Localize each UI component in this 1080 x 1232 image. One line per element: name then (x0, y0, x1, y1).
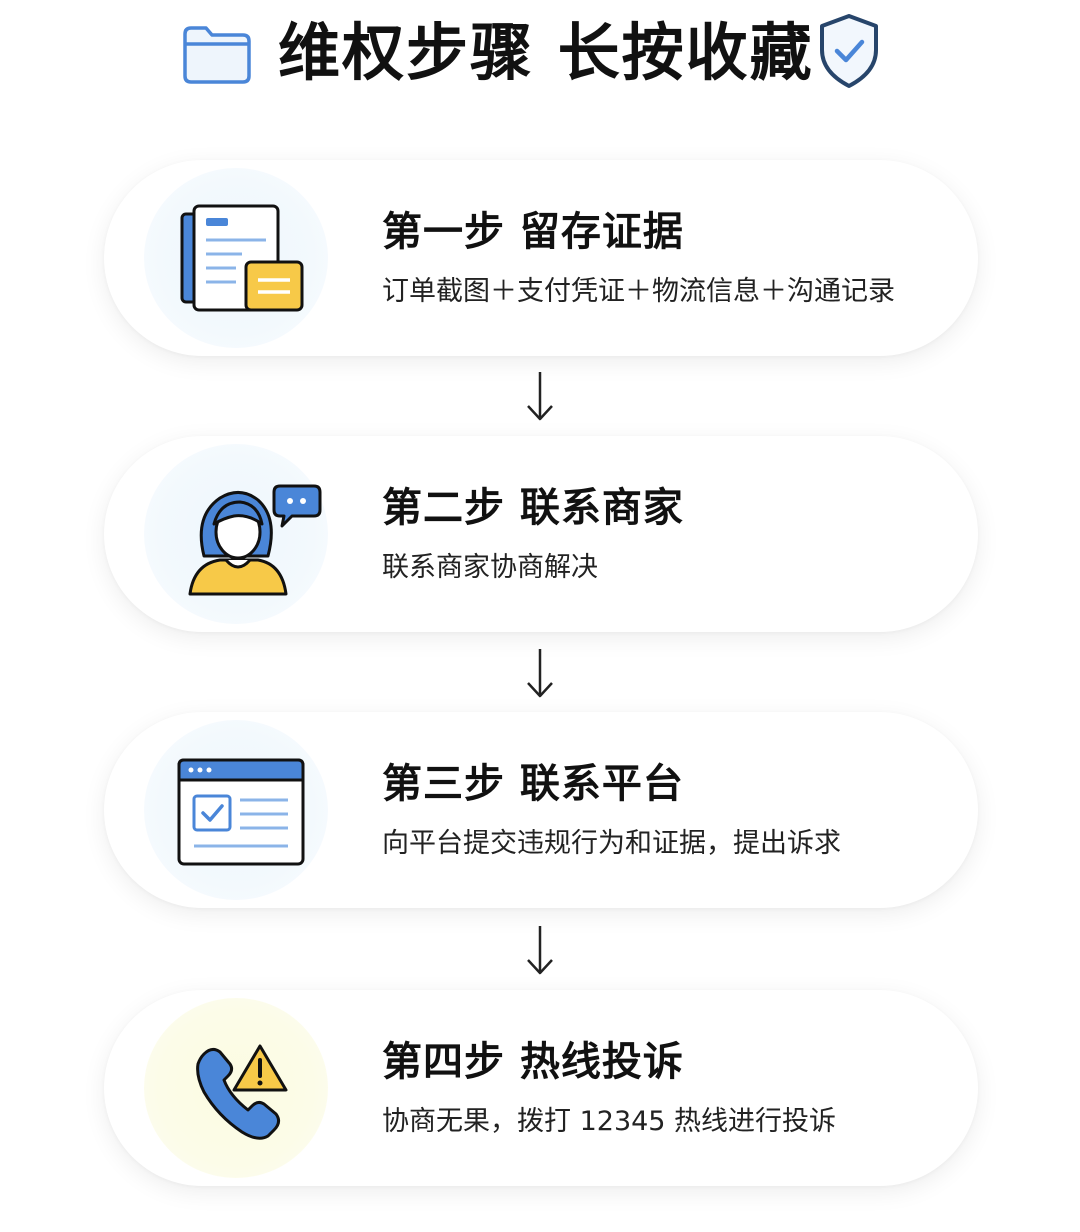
platform-window-icon (177, 758, 305, 866)
shield-check-icon (820, 14, 878, 88)
step-title: 第四步 热线投诉 (382, 1039, 684, 1085)
step-title: 第二步 联系商家 (382, 485, 684, 531)
phone-warning-icon (196, 1044, 288, 1140)
page-title: 维权步骤 长按收藏 (278, 16, 814, 89)
step-description: 协商无果，拨打 12345 热线进行投诉 (382, 1106, 837, 1137)
folder-icon (183, 26, 251, 84)
arrow-down-icon (527, 649, 553, 698)
step-description: 向平台提交违规行为和证据，提出诉求 (382, 828, 841, 859)
arrow-down-icon (527, 372, 553, 421)
step-title: 第一步 留存证据 (382, 209, 684, 255)
documents-icon (180, 204, 304, 312)
step-title: 第三步 联系平台 (382, 761, 684, 807)
step-card-2: 第二步 联系商家 联系商家协商解决 (104, 436, 978, 632)
step-card-3: 第三步 联系平台 向平台提交违规行为和证据，提出诉求 (104, 712, 978, 908)
step-card-1: 第一步 留存证据 订单截图＋支付凭证＋物流信息＋沟通记录 (104, 160, 978, 356)
step-card-4: 第四步 热线投诉 协商无果，拨打 12345 热线进行投诉 (104, 990, 978, 1186)
person-chat-icon (188, 484, 322, 596)
step-description: 联系商家协商解决 (382, 552, 598, 583)
step-description: 订单截图＋支付凭证＋物流信息＋沟通记录 (382, 276, 895, 307)
arrow-down-icon (527, 926, 553, 975)
header: 维权步骤 长按收藏 (0, 0, 1080, 110)
